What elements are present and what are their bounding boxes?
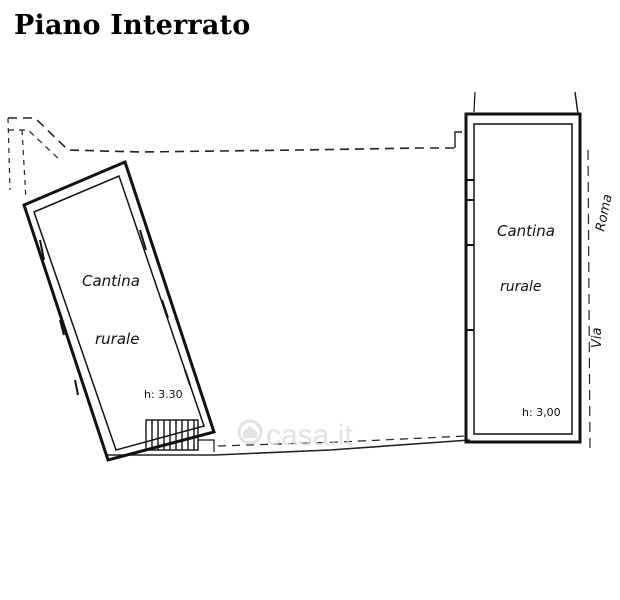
room-right-height: h: 3,00: [522, 406, 561, 419]
street-name: Roma: [593, 193, 616, 233]
street-edge: [587, 149, 591, 451]
stairs-icon: [145, 419, 215, 452]
casa-logo-icon: [237, 419, 263, 445]
street-prefix: Via: [590, 327, 605, 348]
room-right-type: rurale: [500, 279, 541, 295]
room-left-name: Cantina: [82, 272, 140, 290]
room-left-type: rurale: [95, 330, 139, 348]
room-left-walls: [22, 159, 216, 462]
plan-title: Piano Interrato: [14, 10, 251, 41]
property-boundary: [7, 117, 471, 456]
room-left-height: h: 3.30: [144, 388, 183, 401]
room-right-name: Cantina: [497, 222, 555, 240]
room-right-walls: [464, 91, 582, 444]
watermark-text: casa.it: [266, 419, 353, 452]
